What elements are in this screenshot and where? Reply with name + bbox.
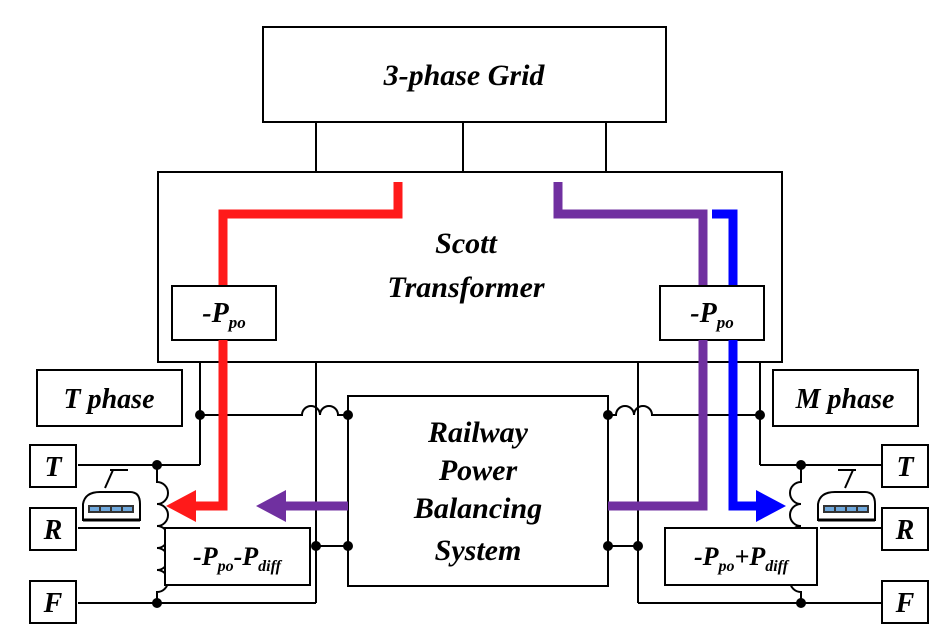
left-power-text: -Ppo	[202, 298, 245, 332]
left-power-box	[171, 285, 277, 341]
right-load-box	[664, 527, 818, 586]
t-phase-box	[36, 369, 183, 427]
left-load-box	[164, 527, 311, 586]
left-load-text: -Ppo-Pdiff	[193, 542, 283, 575]
left-nodes	[152, 410, 353, 608]
right-terminal-t: T	[896, 452, 915, 483]
right-terminal-t-box	[881, 444, 929, 488]
grid-label: 3-phase Grid	[383, 59, 546, 92]
left-terminal-t-box	[29, 444, 77, 488]
train-icon-right	[817, 491, 876, 522]
purple-flow-arrow-right	[553, 182, 708, 511]
right-power-text: -Ppo	[690, 298, 733, 332]
left-terminal-f: F	[43, 588, 63, 619]
right-terminal-f-box	[881, 580, 929, 624]
m-phase-box	[772, 369, 919, 427]
rpbs-label-line3: Balancing	[413, 492, 542, 525]
left-terminal-r-box	[29, 507, 77, 551]
right-terminal-r: R	[895, 515, 915, 546]
right-nodes	[603, 410, 806, 608]
rpbs-label-line4: System	[435, 534, 522, 567]
train-icon-left	[82, 491, 141, 522]
left-terminal-r: R	[43, 515, 63, 546]
m-phase-label: M phase	[795, 384, 895, 415]
right-load-text: -Ppo+Pdiff	[694, 542, 790, 575]
transformer-label-line1: Scott	[435, 227, 498, 260]
right-power-box	[659, 285, 765, 341]
red-flow-arrow	[166, 182, 403, 522]
right-terminal-r-box	[881, 507, 929, 551]
t-phase-label: T phase	[64, 384, 155, 415]
grid-box	[262, 26, 667, 123]
purple-flow-arrow-left	[256, 490, 348, 522]
right-terminal-f: F	[895, 588, 915, 619]
left-terminal-t: T	[44, 452, 63, 483]
left-terminal-f-box	[29, 580, 77, 624]
rpbs-label-line2: Power	[438, 454, 518, 487]
rpbs-label-line1: Railway	[427, 416, 529, 449]
transformer-label-line2: Transformer	[387, 271, 545, 304]
grid-wires	[315, 122, 607, 172]
rpbs-box	[347, 395, 609, 587]
